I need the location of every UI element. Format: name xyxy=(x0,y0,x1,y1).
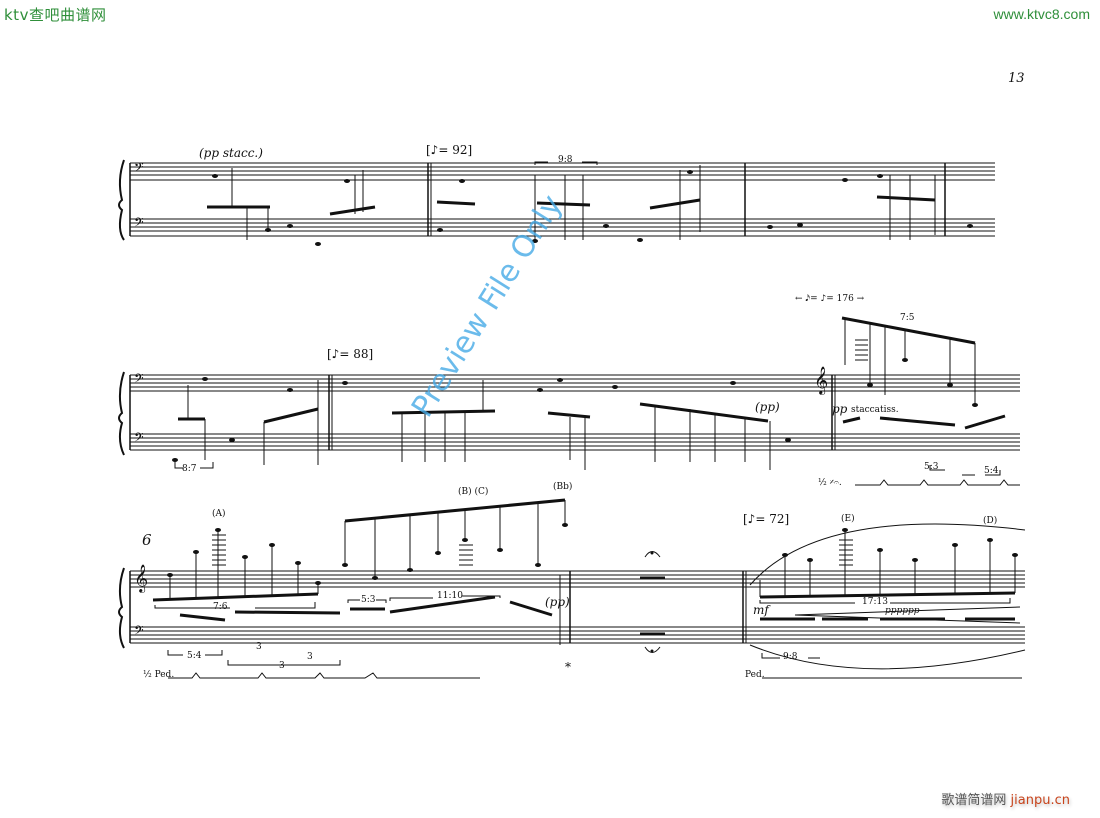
page-number: 13 xyxy=(1008,71,1025,86)
pedal-marking: Ped. xyxy=(745,670,765,680)
expression-marking: staccatiss. xyxy=(851,405,899,415)
site-watermark-right: www.ktvc8.com xyxy=(993,6,1090,22)
bass-clef-icon: 𝄢 xyxy=(134,623,144,641)
tempo-marking: [♪= 72] xyxy=(743,512,790,526)
tuplet-label: 5:4 xyxy=(984,466,999,476)
tuplet-label: 7:6 xyxy=(213,602,228,612)
tuplet-label: 5:3 xyxy=(924,462,939,472)
system-3-brace xyxy=(118,567,125,649)
bass-clef-icon: 𝄢 xyxy=(134,430,144,448)
tuplet-label: 3 xyxy=(307,652,313,662)
tuplet-label: 8:7 xyxy=(182,464,197,474)
tempo-change-marking: ← 𝅘𝅥𝅯= ♪= 176 → xyxy=(795,294,865,304)
dynamic-marking: pppppp xyxy=(885,606,920,616)
footer-domain: jianpu.cn xyxy=(1010,793,1070,808)
dynamic-marking: (pp) xyxy=(545,595,570,609)
tuplet-label: 3 xyxy=(279,661,285,671)
pedal-marking: ½ Ped. xyxy=(143,670,175,680)
system-1-bass-staff xyxy=(130,218,995,237)
footer-watermark: 歌谱简谱网 jianpu.cn xyxy=(941,789,1070,808)
system-3-bass-staff xyxy=(130,626,1025,644)
system-2-brace xyxy=(118,371,125,456)
system-2-treble-staff xyxy=(130,374,1020,392)
system-1-treble-staff xyxy=(130,162,995,181)
tuplet-label: 5:3 xyxy=(361,595,376,605)
dynamic-marking: mf xyxy=(753,603,769,617)
note-label: (E) xyxy=(841,514,855,524)
system-2-bass-staff xyxy=(130,433,1020,451)
tuplet-label: 7:5 xyxy=(900,313,915,323)
tuplet-label: 5:4 xyxy=(187,651,202,661)
treble-clef-icon: 𝄞 xyxy=(134,564,149,592)
note-label: (A) xyxy=(212,509,226,519)
note-label: (B) (C) xyxy=(458,487,489,497)
pedal-release-marking: * xyxy=(565,660,571,674)
system-3-treble-staff xyxy=(130,570,1025,588)
tuplet-label: 3 xyxy=(256,642,262,652)
treble-clef-icon: 𝄞 xyxy=(814,366,829,394)
note-label: (Bb) xyxy=(553,482,573,492)
dynamic-marking: (pp stacc.) xyxy=(199,146,263,160)
tuplet-label: 9:8 xyxy=(783,652,798,662)
system-1-brace xyxy=(118,159,125,241)
measure-number: 6 xyxy=(142,531,152,549)
site-watermark-left: ktv查吧曲谱网 xyxy=(4,6,107,24)
tempo-marking: [♪= 92] xyxy=(426,143,473,157)
bass-clef-icon: 𝄢 xyxy=(134,371,144,389)
tuplet-label: 9:8 xyxy=(558,155,573,165)
tuplet-label: 11:10 xyxy=(437,591,463,601)
dynamic-marking: pp xyxy=(832,402,848,416)
note-label: (D) xyxy=(983,516,998,526)
bass-clef-icon: 𝄢 xyxy=(134,160,144,178)
tuplet-label: 17:13 xyxy=(862,597,888,607)
dynamic-marking: (pp) xyxy=(755,400,780,414)
footer-site-name: 歌谱简谱网 xyxy=(941,793,1007,808)
tempo-marking: [♪= 88] xyxy=(327,347,374,361)
bass-clef-icon: 𝄢 xyxy=(134,215,144,233)
pedal-marking: ½ 𝄎𝄐. xyxy=(818,478,842,488)
